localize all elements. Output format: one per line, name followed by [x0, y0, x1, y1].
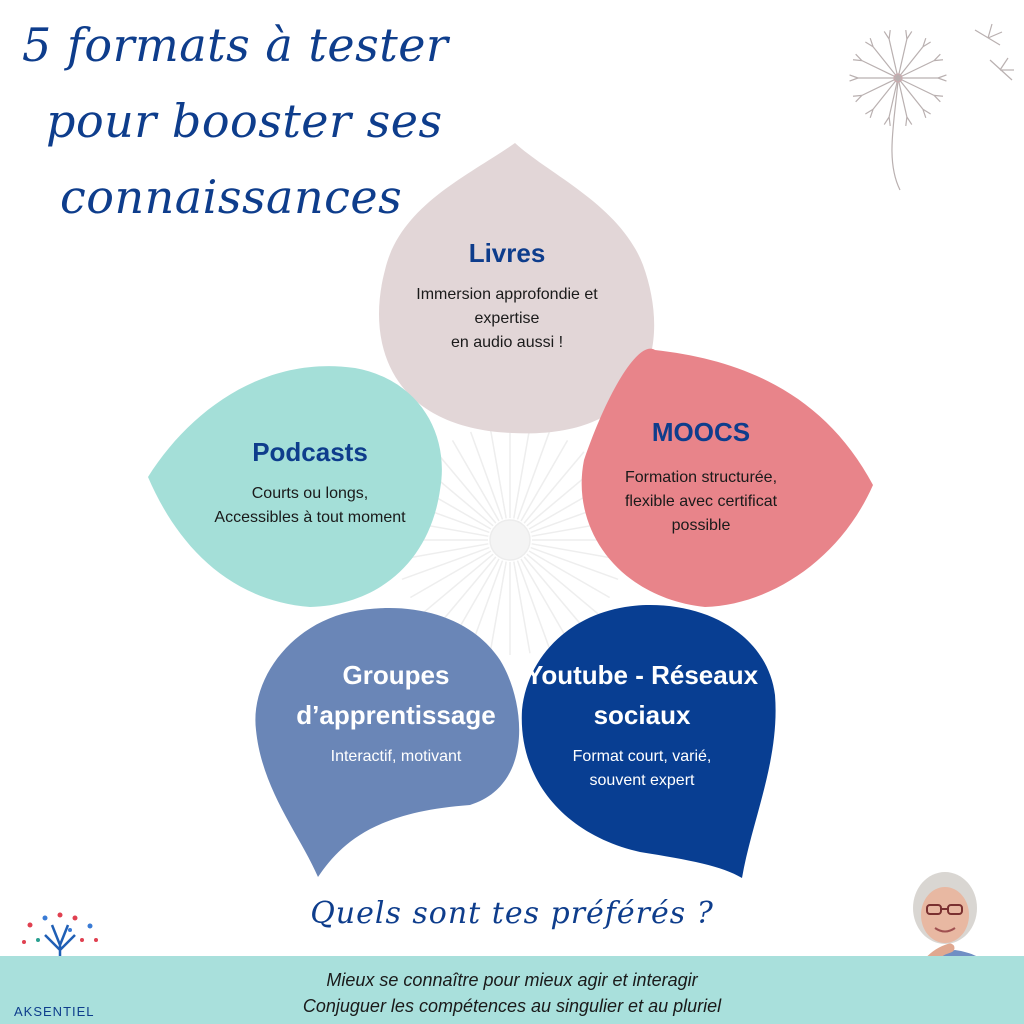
desc-line: Accessibles à tout moment: [214, 509, 406, 526]
desc-line: Format court, varié,: [572, 748, 712, 765]
petal-title: Youtube - Réseaux sociaux: [525, 660, 759, 730]
logo-text: AKSENTIEL: [14, 1004, 95, 1019]
seed-tuft: [922, 38, 931, 48]
petal-moocs: [581, 348, 873, 607]
question-text: Quels sont tes préférés ?: [310, 896, 714, 931]
seed-stem: [897, 38, 908, 79]
petal-description: Immersion approfondie et expertise en au…: [382, 283, 632, 355]
petal-description: Interactif, motivant: [270, 745, 522, 769]
ray-line: [410, 550, 492, 599]
ray-line: [401, 546, 490, 581]
ray-line: [531, 543, 624, 561]
petal-youtube-text: Youtube - Réseaux sociaux Format court, …: [522, 655, 762, 793]
dandelion-icon: [849, 23, 1014, 191]
desc-line: en audio aussi !: [450, 334, 564, 351]
seed-tuft: [933, 53, 944, 62]
footer-band: [0, 956, 1024, 1024]
desc-line: possible: [671, 517, 731, 534]
petal-title: MOOCS: [651, 417, 751, 447]
desc-line: Courts ou longs,: [251, 485, 369, 502]
page-title-line-3: connaissances: [60, 170, 403, 224]
ray-line: [516, 560, 551, 649]
seed-tuft: [865, 108, 874, 118]
seed-tuft: [905, 116, 913, 127]
page-title-line-2: pour booster ses: [46, 94, 443, 148]
petal-description: Courts ou longs, Accessibles à tout mome…: [190, 482, 430, 530]
desc-line: flexible avec certificat: [624, 493, 778, 510]
seed-tuft: [883, 116, 891, 127]
petal-livres-text: Livres Immersion approfondie et expertis…: [382, 233, 632, 355]
ray-line: [523, 451, 585, 524]
petal-title: Podcasts: [252, 437, 368, 467]
seed-stem: [888, 38, 899, 79]
petal-groupes-text: Groupes d’apprentissage Interactif, moti…: [270, 655, 522, 769]
footer-tagline-1: Mieux se connaître pour mieux agir et in…: [326, 970, 698, 990]
page-title-line-1: 5 formats à tester: [22, 18, 449, 72]
seed-stem: [888, 77, 899, 118]
seed-stem: [897, 77, 908, 118]
ray-line: [435, 451, 497, 524]
desc-line: souvent expert: [589, 772, 695, 789]
seed-stem: [897, 77, 935, 96]
petal-youtube: [521, 605, 776, 878]
seed-stem: [861, 60, 899, 79]
petal-title: Livres: [468, 238, 546, 268]
seed-stem: [897, 46, 924, 79]
petal-moocs-text: MOOCS Formation structurée, flexible ave…: [586, 412, 816, 538]
petal-groupes: [255, 608, 520, 877]
seed-stem: [861, 77, 899, 96]
seed-tuft: [905, 29, 913, 40]
petal-livres: [379, 143, 655, 434]
seed-tuft: [937, 74, 947, 82]
ray-line: [513, 426, 531, 519]
seed-tuft: [849, 74, 859, 82]
seed-stem: [872, 77, 899, 110]
ray-line: [526, 553, 599, 615]
seed-tuft: [852, 94, 863, 103]
ray-line: [435, 556, 497, 629]
seed-tuft: [865, 38, 874, 48]
ray-line: [520, 558, 569, 640]
seed-stem: [897, 77, 924, 110]
petal-podcasts: [148, 366, 442, 607]
petal-description: Format court, varié, souvent expert: [522, 745, 762, 793]
ray-line: [520, 440, 569, 522]
petal-podcasts-text: Podcasts Courts ou longs, Accessibles à …: [190, 432, 430, 530]
desc-line: Interactif, motivant: [330, 748, 462, 765]
ray-line: [516, 431, 551, 520]
desc-line: Immersion approfondie et: [416, 286, 598, 303]
seed-stem: [872, 46, 899, 79]
ray-line: [530, 546, 619, 581]
seed-stem: [897, 60, 935, 79]
ray-line: [469, 431, 504, 520]
petal-description: Formation structurée, flexible avec cert…: [586, 466, 816, 538]
seed-tuft: [933, 94, 944, 103]
seed-tuft: [852, 53, 863, 62]
ray-line: [421, 553, 494, 615]
ray-line: [451, 440, 500, 522]
footer-tagline-2: Conjuguer les compétences au singulier e…: [302, 996, 722, 1016]
seed-tuft: [922, 108, 931, 118]
petal-title: Groupes d’apprentissage: [296, 660, 496, 730]
desc-line: Formation structurée,: [624, 469, 778, 486]
ray-line: [523, 556, 585, 629]
desc-line: expertise: [474, 310, 540, 327]
seed-tuft: [883, 29, 891, 40]
ray-line: [528, 550, 610, 599]
ray-line: [469, 560, 504, 649]
ray-line: [489, 561, 507, 654]
ray-line: [513, 561, 531, 654]
ray-line: [489, 426, 507, 519]
